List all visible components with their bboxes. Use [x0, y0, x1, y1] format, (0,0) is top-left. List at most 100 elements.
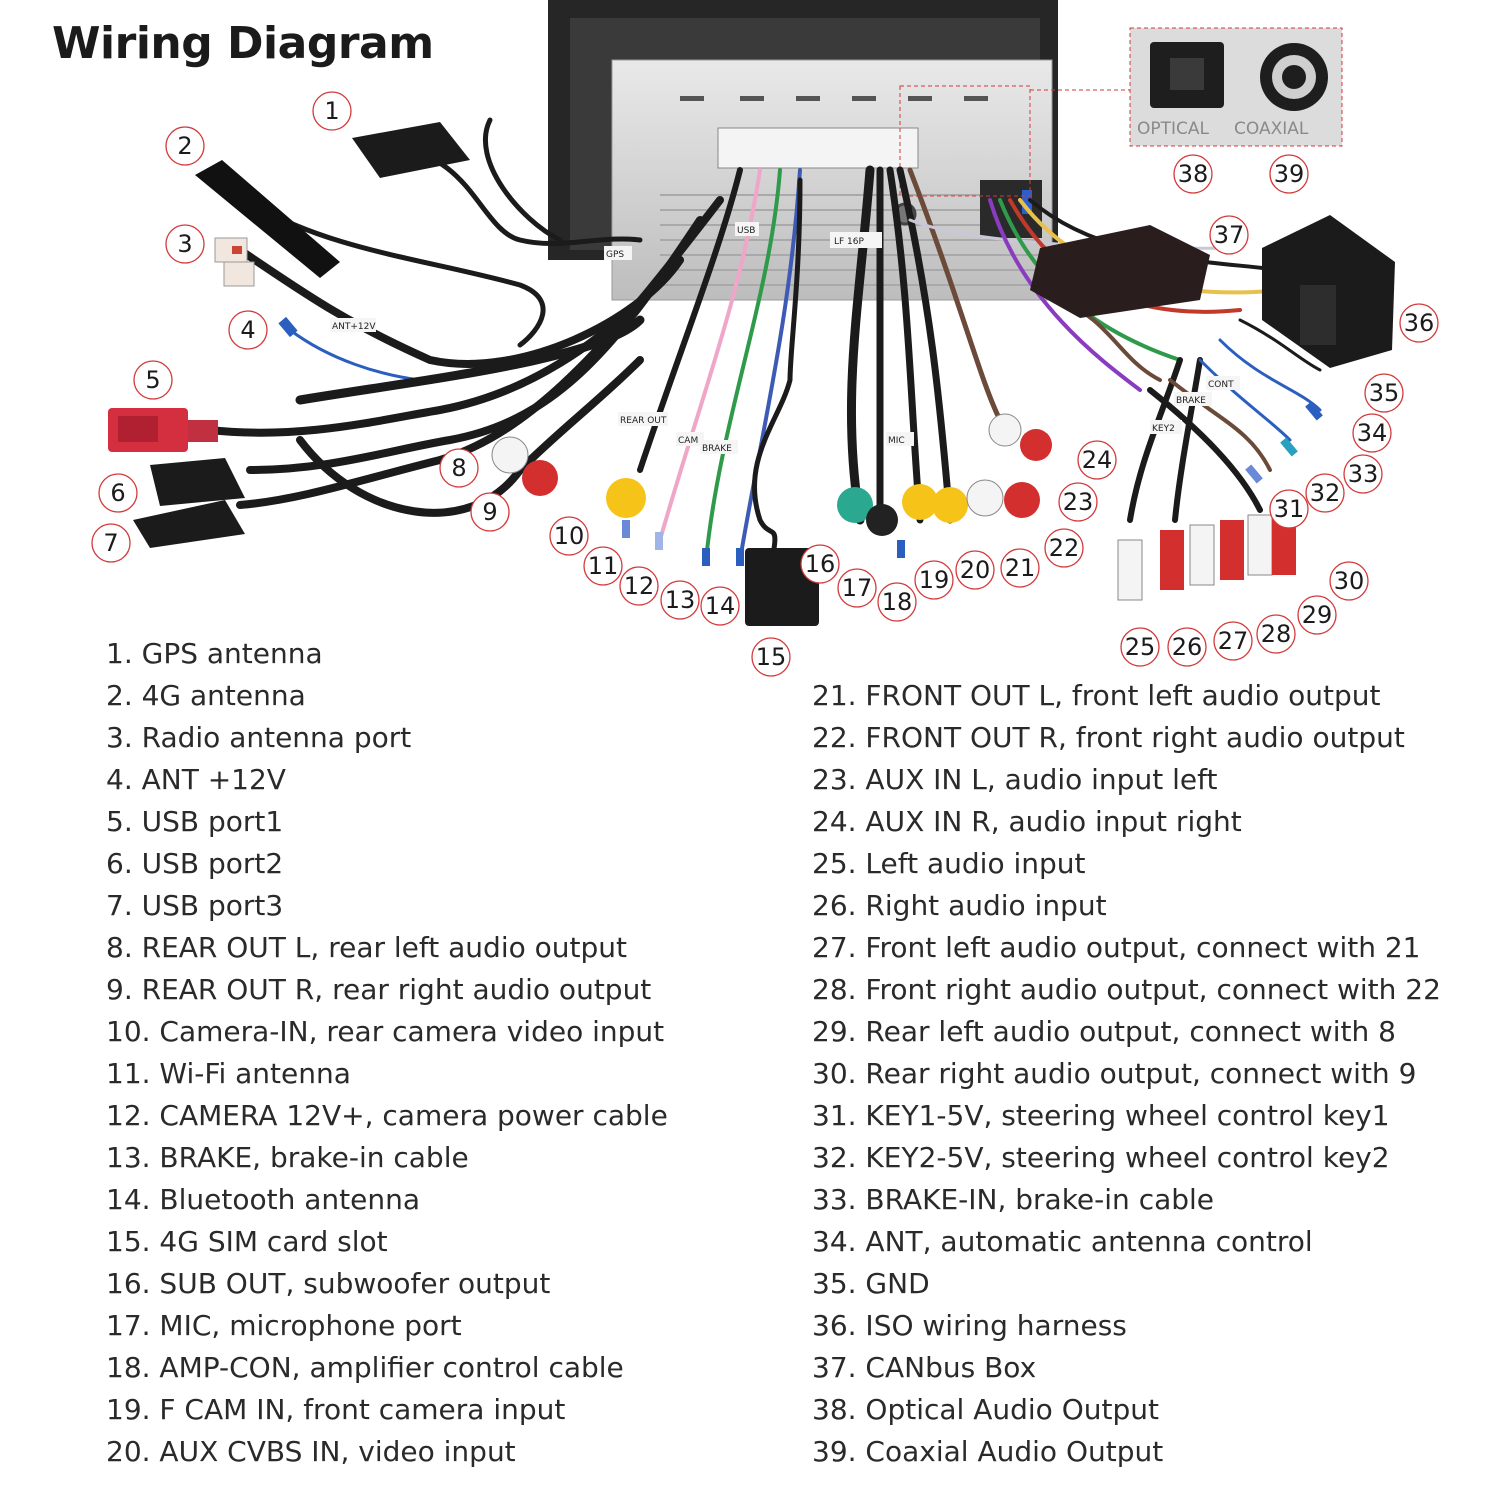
callout-number: 3 — [177, 230, 192, 258]
callout-number: 15 — [756, 643, 787, 671]
cable-tag-usb: USB — [737, 226, 755, 236]
callout-number: 20 — [960, 556, 991, 584]
legend-item: 18. AMP-CON, amplifier control cable — [106, 1351, 624, 1384]
callout-number: 12 — [624, 572, 655, 600]
callout-circle — [165, 224, 205, 264]
callout-circle — [751, 637, 791, 677]
callout-circle — [98, 473, 138, 513]
callout-20: 20 — [955, 550, 995, 590]
callout-circle — [619, 566, 659, 606]
callout-number: 17 — [842, 574, 873, 602]
legend-item: 16. SUB OUT, subwoofer output — [106, 1267, 551, 1300]
callout-1: 1 — [312, 91, 352, 131]
callout-36: 36 — [1399, 303, 1439, 343]
callout-12: 12 — [619, 566, 659, 606]
callout-circle — [1209, 215, 1249, 255]
callout-number: 23 — [1063, 488, 1094, 516]
callout-37: 37 — [1209, 215, 1249, 255]
callout-circle — [800, 544, 840, 584]
legend-item: 24. AUX IN R, audio input right — [812, 805, 1242, 838]
callout-number: 18 — [882, 588, 913, 616]
callout-number: 9 — [482, 498, 497, 526]
callout-number: 25 — [1125, 633, 1156, 661]
callout-7: 7 — [91, 523, 131, 563]
cable-tag-key2: KEY2 — [1152, 424, 1175, 434]
callout-9: 9 — [470, 492, 510, 532]
callout-circle — [1269, 489, 1309, 529]
callout-number: 35 — [1369, 379, 1400, 407]
callout-circle — [312, 91, 352, 131]
legend-item: 7. USB port3 — [106, 889, 284, 922]
callout-16: 16 — [800, 544, 840, 584]
rca-front-left-output — [1189, 524, 1215, 586]
rca-rear-out-l — [491, 436, 529, 474]
rca-camera-in — [606, 478, 646, 518]
callout-circle — [439, 448, 479, 488]
rca-front-out-l — [966, 479, 1004, 517]
legend-right: 21. FRONT OUT L, front left audio output… — [812, 678, 1441, 1476]
legend-item: 36. ISO wiring harness — [812, 1309, 1127, 1342]
callout-27: 27 — [1213, 621, 1253, 661]
callout-30: 30 — [1329, 561, 1369, 601]
callout-circle — [914, 560, 954, 600]
cable-tag-ant12v: ANT+12V — [332, 322, 376, 332]
callout-circle — [165, 126, 205, 166]
legend-item: 31. KEY1-5V, steering wheel control key1 — [812, 1099, 1390, 1132]
legend-item: 21. FRONT OUT L, front left audio output — [812, 679, 1381, 712]
legend-item: 3. Radio antenna port — [106, 721, 412, 754]
callout-number: 5 — [145, 366, 160, 394]
cable-tag-rear-out: REAR OUT — [620, 416, 667, 426]
callout-number: 11 — [588, 552, 619, 580]
callout-number: 19 — [919, 566, 950, 594]
callout-29: 29 — [1297, 595, 1337, 635]
callout-number: 16 — [805, 550, 836, 578]
legend-item: 4. ANT +12V — [106, 763, 286, 796]
cable-tag-cam: CAM — [678, 436, 698, 446]
callout-11: 11 — [583, 546, 623, 586]
callout-number: 14 — [705, 592, 736, 620]
rca-sub-out — [837, 487, 873, 523]
rca-aux-in-l — [988, 413, 1022, 447]
cable-tag-brake: BRAKE — [702, 444, 732, 454]
callout-10: 10 — [549, 516, 589, 556]
legend-item: 8. REAR OUT L, rear left audio output — [106, 931, 627, 964]
legend-item: 9. REAR OUT R, rear right audio output — [106, 973, 652, 1006]
wiring-diagram: XTRONS OPTICAL COAXIAL — [91, 0, 1439, 677]
legend-item: 39. Coaxial Audio Output — [812, 1435, 1164, 1468]
callout-number: 38 — [1178, 160, 1209, 188]
optical-label: OPTICAL — [1137, 119, 1210, 139]
callout-circle — [877, 582, 917, 622]
callout-4: 4 — [228, 310, 268, 350]
legend-item: 2. 4G antenna — [106, 679, 306, 712]
rca-rear-left-output — [1247, 514, 1273, 576]
callout-number: 13 — [665, 586, 696, 614]
legend-item: 23. AUX IN L, audio input left — [812, 763, 1218, 796]
callout-number: 32 — [1310, 479, 1341, 507]
callout-circle — [1399, 303, 1439, 343]
legend-item: 33. BRAKE-IN, brake-in cable — [812, 1183, 1215, 1216]
callout-number: 26 — [1172, 633, 1203, 661]
usb-port3 — [133, 500, 245, 548]
cable-tags: GPS USB LF 16P ANT+12V REAR OUT CAM BRAK… — [330, 222, 1240, 454]
callout-21: 21 — [1000, 548, 1040, 588]
cable-tag-brake-2: BRAKE — [1176, 396, 1206, 406]
callout-38: 38 — [1173, 154, 1213, 194]
callout-circle — [1305, 473, 1345, 513]
cable-tag-mic: MIC — [888, 436, 905, 446]
callout-number: 8 — [451, 454, 466, 482]
callout-number: 7 — [103, 529, 118, 557]
head-unit: XTRONS — [548, 0, 1058, 301]
callout-circle — [1343, 454, 1383, 494]
callout-circle — [1329, 561, 1369, 601]
legend-item: 10. Camera-IN, rear camera video input — [106, 1015, 665, 1048]
callout-number: 1 — [324, 97, 339, 125]
callout-number: 36 — [1404, 309, 1435, 337]
legend-item: 34. ANT, automatic antenna control — [812, 1225, 1313, 1258]
legend-item: 15. 4G SIM card slot — [106, 1225, 388, 1258]
legend-item: 6. USB port2 — [106, 847, 284, 880]
callout-32: 32 — [1305, 473, 1345, 513]
rca-right-audio-input — [1160, 530, 1184, 590]
callout-15: 15 — [751, 637, 791, 677]
callout-circle — [1044, 528, 1084, 568]
